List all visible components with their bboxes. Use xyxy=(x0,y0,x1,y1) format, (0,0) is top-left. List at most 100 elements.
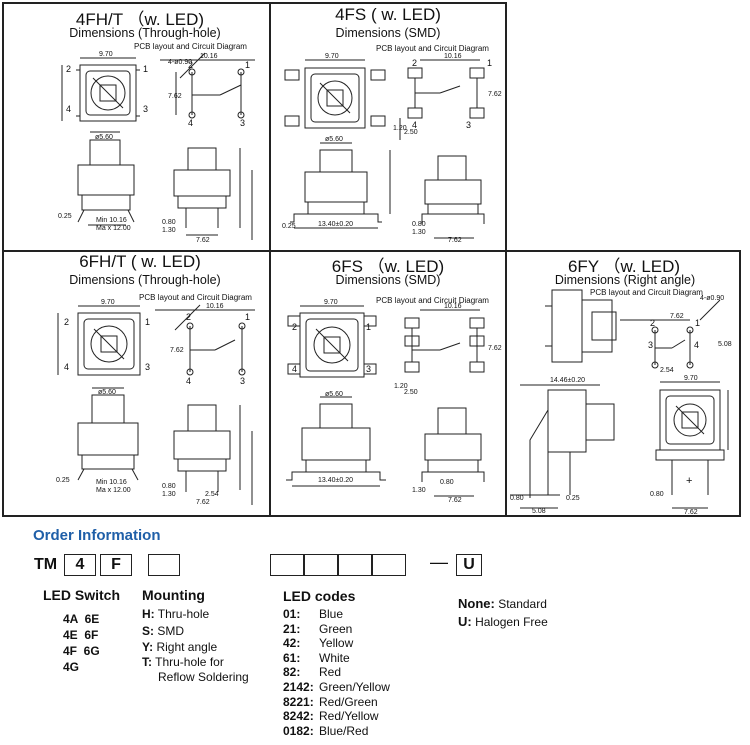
dim-max-6fht: Ma x 12.00 xyxy=(96,487,131,494)
pin-2-4fs: 2 xyxy=(412,58,417,68)
grid-left-line xyxy=(2,2,4,516)
led-color: Green xyxy=(319,621,353,636)
dim-508-6fy: 5.08 xyxy=(718,341,732,348)
dim-080b-6fy: 0.80 xyxy=(650,491,664,498)
pin-3-6fy: 3 xyxy=(648,340,653,350)
dim-120-4fs: 1.20 xyxy=(393,125,407,132)
mounting-code: H: xyxy=(142,607,155,621)
led-color: White xyxy=(319,650,350,665)
mounting-item: H: Thru-hole xyxy=(142,607,209,621)
drawing-4fs: 9.70 10.16 2 1 4 3 7.62 1.20 2.50 ø5.60 … xyxy=(282,53,502,244)
option-label: Halogen Free xyxy=(475,615,548,629)
dim-1016-6fs: 10.16 xyxy=(444,303,462,310)
dim-762-6fy: 7.62 xyxy=(670,313,684,320)
cell-title-6fy: 6FY （w. LED) xyxy=(567,257,681,276)
drawing-6fht: 9.70 2 1 4 3 10.16 2 1 4 3 7.62 ø5.60 Mi… xyxy=(56,299,255,506)
code-box-led-1 xyxy=(270,554,304,576)
led-code-item: 82: Red xyxy=(283,665,341,679)
dim-080-4fs: 0.80 xyxy=(412,221,426,228)
code-box-option: U xyxy=(456,554,482,576)
option-label: Standard xyxy=(498,597,547,611)
dim-1016: 10.16 xyxy=(200,53,218,60)
led-code: 21: xyxy=(283,621,301,636)
pin-2b-6fht: 2 xyxy=(186,312,191,322)
dim-min-6fht: Min 10.16 xyxy=(96,479,127,486)
mounting-extra: Reflow Soldering xyxy=(158,670,249,684)
code-box-led-switch-2: F xyxy=(100,554,132,576)
dim-970-4fs: 9.70 xyxy=(325,53,339,60)
cell-title-6fs: 6FS （w. LED) xyxy=(331,257,445,276)
dim-120-6fs: 1.20 xyxy=(394,383,408,390)
order-info-title: Order Information xyxy=(33,527,161,544)
dim-080: 0.80 xyxy=(162,219,176,226)
drawing-6fy: 7.62 4-ø0.90 2 1 3 4 5.08 2.54 9.70 14.4… xyxy=(510,289,732,516)
dim-762: 7.62 xyxy=(168,93,182,100)
pin-3-6fht: 3 xyxy=(145,362,150,372)
drawing-6fs: 9.70 2 1 4 3 10.16 7.62 1.20 2.50 ø5.60 … xyxy=(286,299,502,504)
pin-1b-6fht: 1 xyxy=(245,312,250,322)
pin-2-6fht: 2 xyxy=(64,317,69,327)
pin-2-6fy: 2 xyxy=(650,318,655,328)
pin-4-6fy: 4 xyxy=(694,340,699,350)
dim-560-6fs: ø5.60 xyxy=(325,391,343,398)
led-color: Yellow xyxy=(319,636,354,651)
plus-6fy: + xyxy=(686,475,692,487)
pin-4: 4 xyxy=(66,104,71,114)
pin-3b: 3 xyxy=(240,118,245,128)
pin-1b: 1 xyxy=(245,60,250,70)
dim-dia-6fy: 4-ø0.90 xyxy=(700,295,724,302)
dim-1446-6fy: 14.46±0.20 xyxy=(550,377,585,384)
led-code: 2142: xyxy=(283,680,314,694)
led-code-item: 61:White xyxy=(283,651,350,665)
led-color: Red xyxy=(319,665,342,680)
dim-1340-4fs: 13.40±0.20 xyxy=(318,221,353,228)
pin-4b-6fht: 4 xyxy=(186,376,191,386)
cell-pcb-6fht: PCB layout and Circuit Diagram xyxy=(139,293,252,302)
mounting-label: Thru-hole for xyxy=(155,655,224,669)
pin-4-4fs: 4 xyxy=(412,120,417,130)
grid-top-line xyxy=(2,2,506,4)
dim-250-4fs: 2.50 xyxy=(404,129,418,136)
led-color: Blue xyxy=(319,607,344,621)
dim-dia: 4-ø0.90 xyxy=(168,59,192,66)
mounting-code: Y: xyxy=(142,640,154,654)
pin-2b: 2 xyxy=(188,60,193,70)
cell-title-4fht: 4FH/T （w. LED) xyxy=(75,10,205,29)
mounting-label: Right angle xyxy=(156,640,218,654)
dim-080-6fs: 0.80 xyxy=(440,479,454,486)
dim-762-4fs: 7.62 xyxy=(488,91,502,98)
dim-762-6fs: 7.62 xyxy=(488,345,502,352)
led-code-item: 8242: Red/Yellow xyxy=(283,709,379,723)
led-switch-row: 4G xyxy=(63,660,80,674)
dim-970-6fs: 9.70 xyxy=(324,299,338,306)
pin-1-6fy: 1 xyxy=(695,318,700,328)
option-code: U: xyxy=(458,614,472,629)
led-code-item: 0182:Blue/Red xyxy=(283,724,368,738)
dim-080-6fht: 0.80 xyxy=(162,483,176,490)
dim-025-6fy: 0.25 xyxy=(566,495,580,502)
led-code: 8242: xyxy=(283,709,314,724)
mounting-label: SMD xyxy=(157,624,185,638)
cell-pcb-4fs: PCB layout and Circuit Diagram xyxy=(376,44,489,53)
dim-max: Ma x 12.00 xyxy=(96,225,131,232)
led-code: 82: xyxy=(283,665,301,680)
led-code: 42: xyxy=(283,636,301,651)
code-box-led-4 xyxy=(372,554,406,576)
led-color: Red/Green xyxy=(319,694,378,709)
led-switch-row: 4F 6G xyxy=(63,644,100,658)
code-box-mounting xyxy=(148,554,180,576)
dim-508b-6fy: 5.08 xyxy=(532,508,546,515)
dim-130-6fht: 1.30 xyxy=(162,491,176,498)
pin-4b: 4 xyxy=(188,118,193,128)
dim-025-4fs: 0.25 xyxy=(282,223,296,230)
pin-3-4fs: 3 xyxy=(466,120,471,130)
dim-762b-6fy: 7.62 xyxy=(684,509,698,516)
dim-970-6fht: 9.70 xyxy=(101,299,115,306)
mounting-code: T: xyxy=(142,655,152,669)
mounting-heading: Mounting xyxy=(142,587,205,603)
option-code: None: xyxy=(458,596,495,611)
led-code: 0182: xyxy=(283,723,314,738)
code-box-led-2 xyxy=(304,554,338,576)
led-color: Red/Yellow xyxy=(319,709,379,724)
dim-970: 9.70 xyxy=(99,51,113,58)
